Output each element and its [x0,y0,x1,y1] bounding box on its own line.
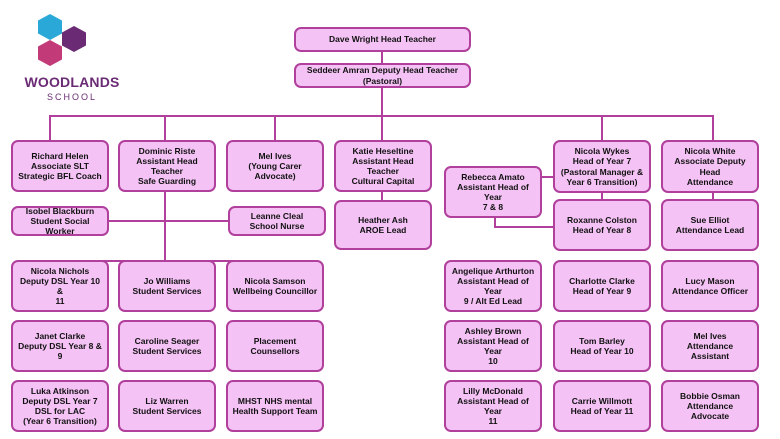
connector [494,226,555,228]
connector [601,115,603,141]
connector [601,192,603,200]
connector [381,51,383,64]
connector [381,115,383,141]
node-placement-counsellors: Placement Counsellors [226,320,324,372]
connector [109,220,229,222]
node-deputy-head: Seddeer Amran Deputy Head Teacher (Pasto… [294,63,471,88]
node-head-teacher: Dave Wright Head Teacher [294,27,471,52]
connector [542,176,555,178]
connector [381,191,383,201]
connector [712,115,714,141]
node-mel-ives-carer: Mel Ives(Young Carer Advocate) [226,140,324,192]
hexagon-logo-icon [38,14,86,66]
connector [381,87,383,115]
school-logo: WOODLANDS SCHOOL [22,12,122,104]
logo-name: WOODLANDS [24,74,120,90]
connector [164,191,166,261]
connector [712,192,714,200]
connector [49,115,51,141]
logo-subtitle: SCHOOL [46,92,97,102]
connector [164,115,166,141]
connector [274,115,276,141]
connector [494,217,496,227]
